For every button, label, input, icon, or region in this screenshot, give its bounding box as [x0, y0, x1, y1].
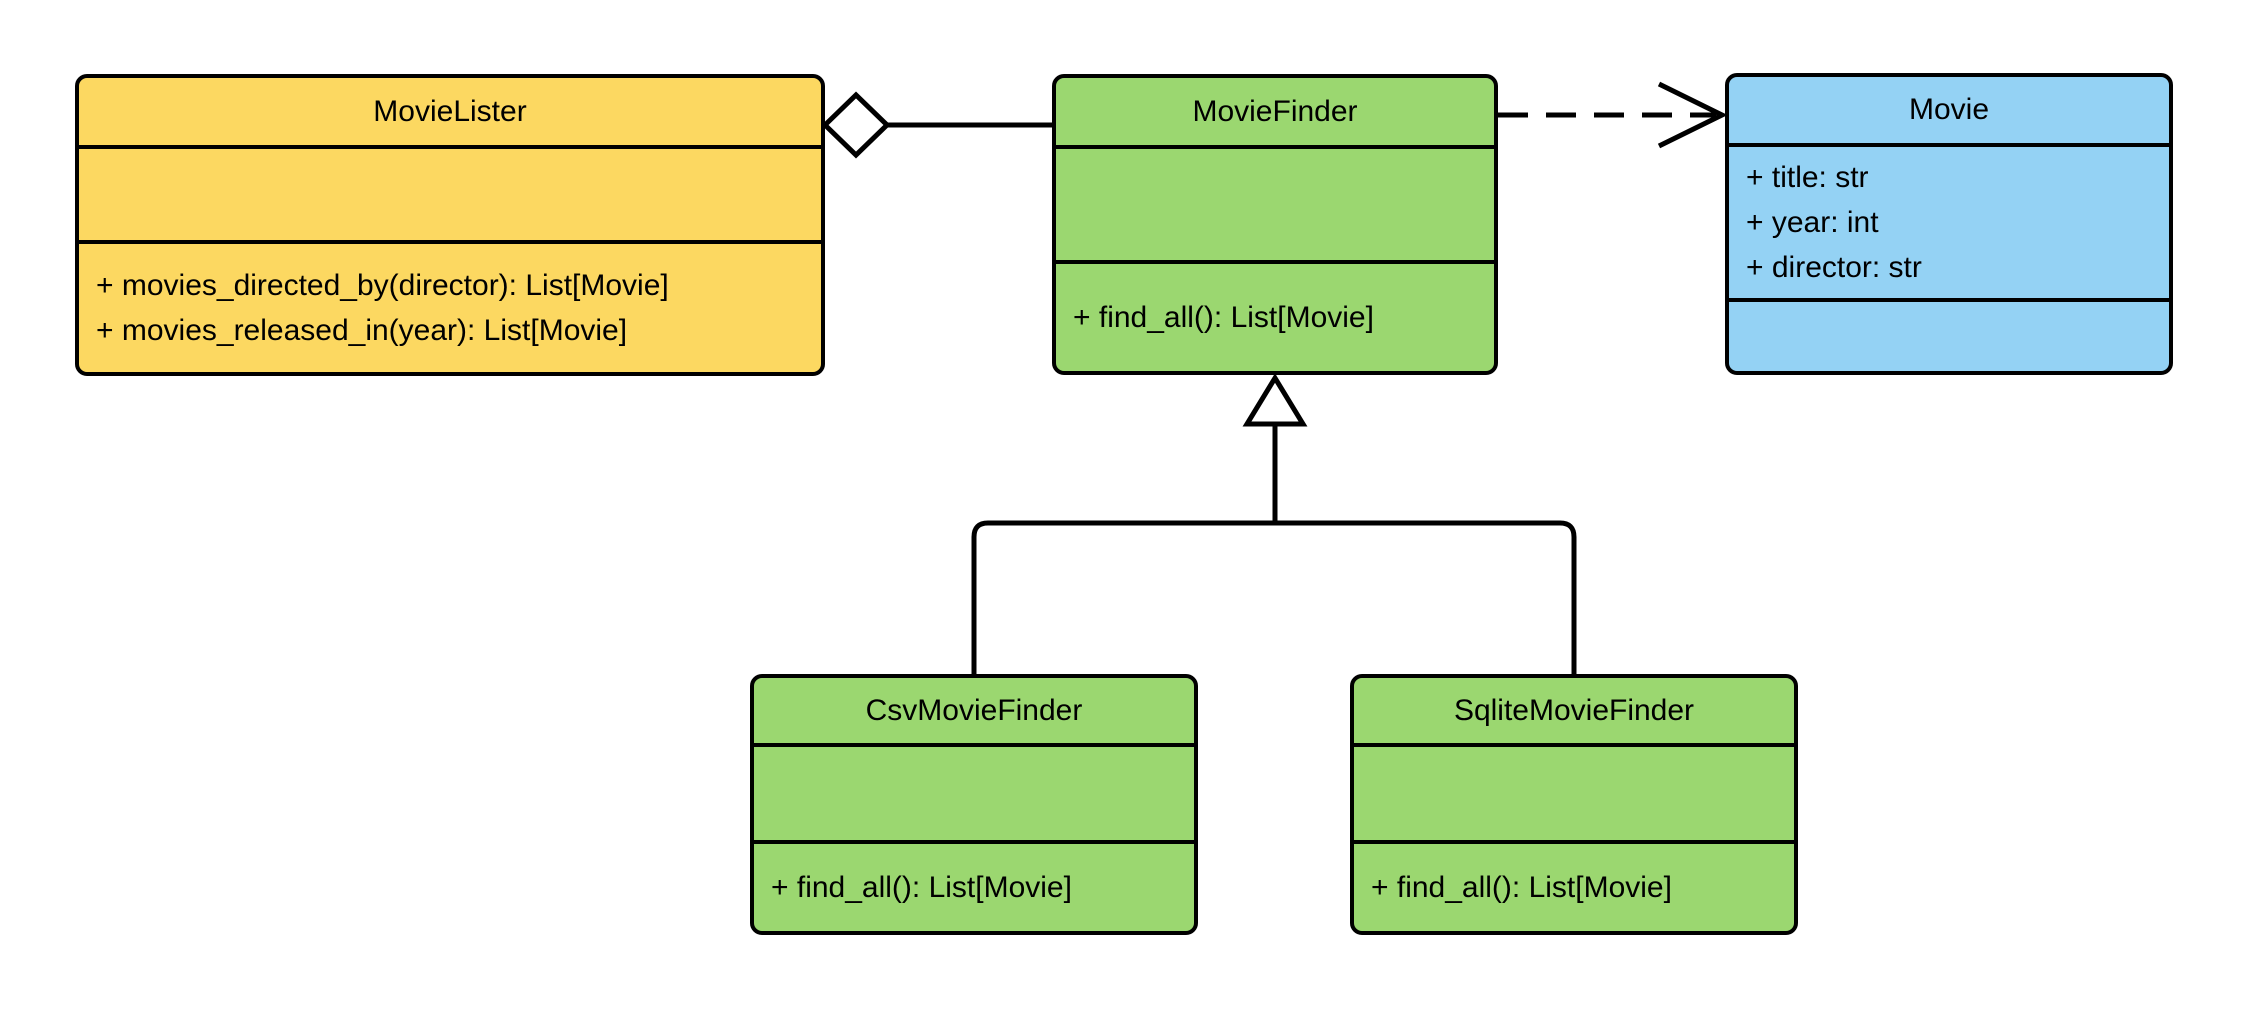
- method-label: + movies_directed_by(director): List[Mov…: [96, 269, 669, 302]
- methods-compartment: + find_all(): List[Movie]: [1056, 264, 1494, 371]
- inheritance-branch-line: [971, 520, 1577, 674]
- attributes-compartment: + title: str + year: int + director: str: [1729, 147, 2169, 302]
- method-label: + movies_released_in(year): List[Movie]: [96, 314, 628, 347]
- aggregation-connector: [821, 91, 1052, 159]
- class-title: Movie: [1729, 77, 2169, 147]
- class-title: MovieLister: [79, 78, 821, 149]
- dependency-connector: [1498, 81, 1728, 149]
- methods-compartment: + find_all(): List[Movie]: [1354, 844, 1794, 931]
- class-title: SqliteMovieFinder: [1354, 678, 1794, 747]
- class-movie-finder[interactable]: MovieFinder + find_all(): List[Movie]: [1052, 74, 1498, 375]
- attribute-label: + title: str: [1746, 161, 1869, 194]
- class-title: CsvMovieFinder: [754, 678, 1194, 747]
- attributes-compartment: [1354, 747, 1794, 844]
- inheritance-connector: [971, 373, 1577, 674]
- attribute-label: + year: int: [1746, 206, 1879, 239]
- class-csv-movie-finder[interactable]: CsvMovieFinder + find_all(): List[Movie]: [750, 674, 1198, 935]
- inheritance-triangle-icon: [1242, 373, 1308, 427]
- attributes-compartment: [1056, 149, 1494, 264]
- methods-compartment: [1729, 302, 2169, 371]
- method-label: + find_all(): List[Movie]: [1073, 301, 1374, 334]
- methods-compartment: + find_all(): List[Movie]: [754, 844, 1194, 931]
- dependency-open-arrowhead-icon: [1657, 81, 1728, 149]
- methods-compartment: + movies_directed_by(director): List[Mov…: [79, 244, 821, 372]
- attributes-compartment: [754, 747, 1194, 844]
- attribute-label: + director: str: [1746, 251, 1922, 284]
- method-label: + find_all(): List[Movie]: [1371, 871, 1672, 904]
- method-label: + find_all(): List[Movie]: [771, 871, 1072, 904]
- class-title: MovieFinder: [1056, 78, 1494, 149]
- attributes-compartment: [79, 149, 821, 244]
- class-movie[interactable]: Movie + title: str + year: int + directo…: [1725, 73, 2173, 375]
- class-sqlite-movie-finder[interactable]: SqliteMovieFinder + find_all(): List[Mov…: [1350, 674, 1798, 935]
- class-movie-lister[interactable]: MovieLister + movies_directed_by(directo…: [75, 74, 825, 376]
- aggregation-diamond-icon: [821, 91, 891, 159]
